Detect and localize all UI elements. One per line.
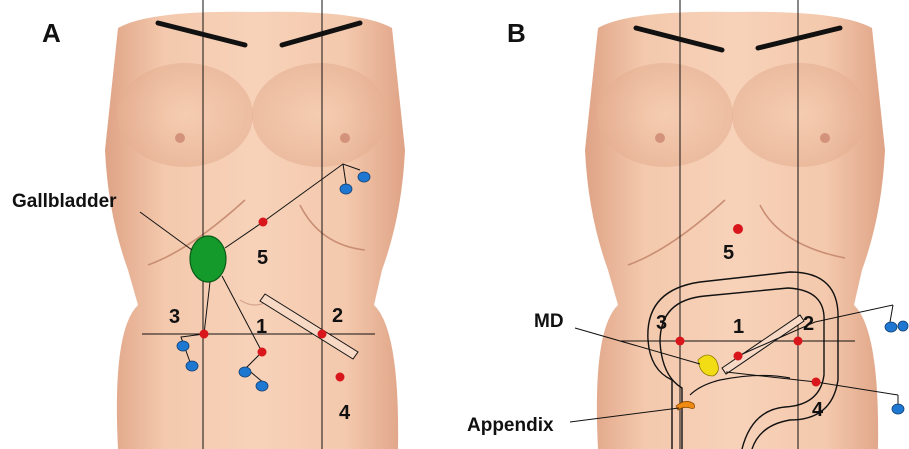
- panel-letter-a: A: [42, 18, 61, 48]
- port-3-dot-a: [200, 330, 209, 339]
- port-1-label-a: 1: [256, 316, 267, 338]
- port-2-label-a: 2: [332, 305, 343, 327]
- panel-b: B 5 3 1 2 4 MD Appendix: [467, 0, 908, 449]
- appendix-label: Appendix: [467, 415, 554, 436]
- pectoral-right-b: [732, 63, 868, 167]
- port-5-dot-b: [733, 224, 743, 234]
- nipple-right-a: [340, 133, 350, 143]
- port-1-label-b: 1: [733, 316, 744, 338]
- port-5-label-a: 5: [257, 247, 268, 269]
- nipple-right-b: [820, 133, 830, 143]
- port-4-dot-b: [812, 378, 821, 387]
- panel-a: A Gallbladder 5 3 1 2 4: [12, 0, 405, 449]
- pectoral-left-b: [597, 63, 733, 167]
- pectoral-left-a: [117, 63, 253, 167]
- port-5-dot-a: [259, 218, 268, 227]
- port-4-dot-a: [336, 373, 345, 382]
- port-3-dot-b: [676, 337, 685, 346]
- nipple-left-b: [655, 133, 665, 143]
- instrument-grip-port4-1: [892, 404, 904, 414]
- instrument-grip-port2-1: [885, 322, 897, 332]
- port-4-label-a: 4: [339, 402, 351, 424]
- port-1-dot-b: [734, 352, 743, 361]
- pectoral-right-a: [252, 63, 388, 167]
- instrument-grip-port3-1: [177, 341, 189, 351]
- gallbladder-shape: [190, 236, 226, 282]
- md-label: MD: [534, 311, 564, 332]
- panel-letter-b: B: [507, 18, 526, 48]
- nipple-left-a: [175, 133, 185, 143]
- instrument-grip-port1-2: [256, 381, 268, 391]
- instrument-grip-port3-2: [186, 361, 198, 371]
- instrument-handle-port2-b: [890, 305, 893, 322]
- port-2-dot-a: [318, 330, 327, 339]
- port-3-label-a: 3: [169, 306, 180, 328]
- instrument-grip-port1-1: [239, 367, 251, 377]
- instrument-grip-port2-2: [898, 321, 908, 331]
- port-4-label-b: 4: [812, 399, 824, 421]
- gallbladder-label: Gallbladder: [12, 191, 117, 212]
- port-2-dot-b: [794, 337, 803, 346]
- port-5-label-b: 5: [723, 242, 734, 264]
- instrument-grip-port5-2: [358, 172, 370, 182]
- port-1-dot-a: [258, 348, 267, 357]
- port-3-label-b: 3: [656, 312, 667, 334]
- instrument-grip-port5-1: [340, 184, 352, 194]
- port-2-label-b: 2: [803, 313, 814, 335]
